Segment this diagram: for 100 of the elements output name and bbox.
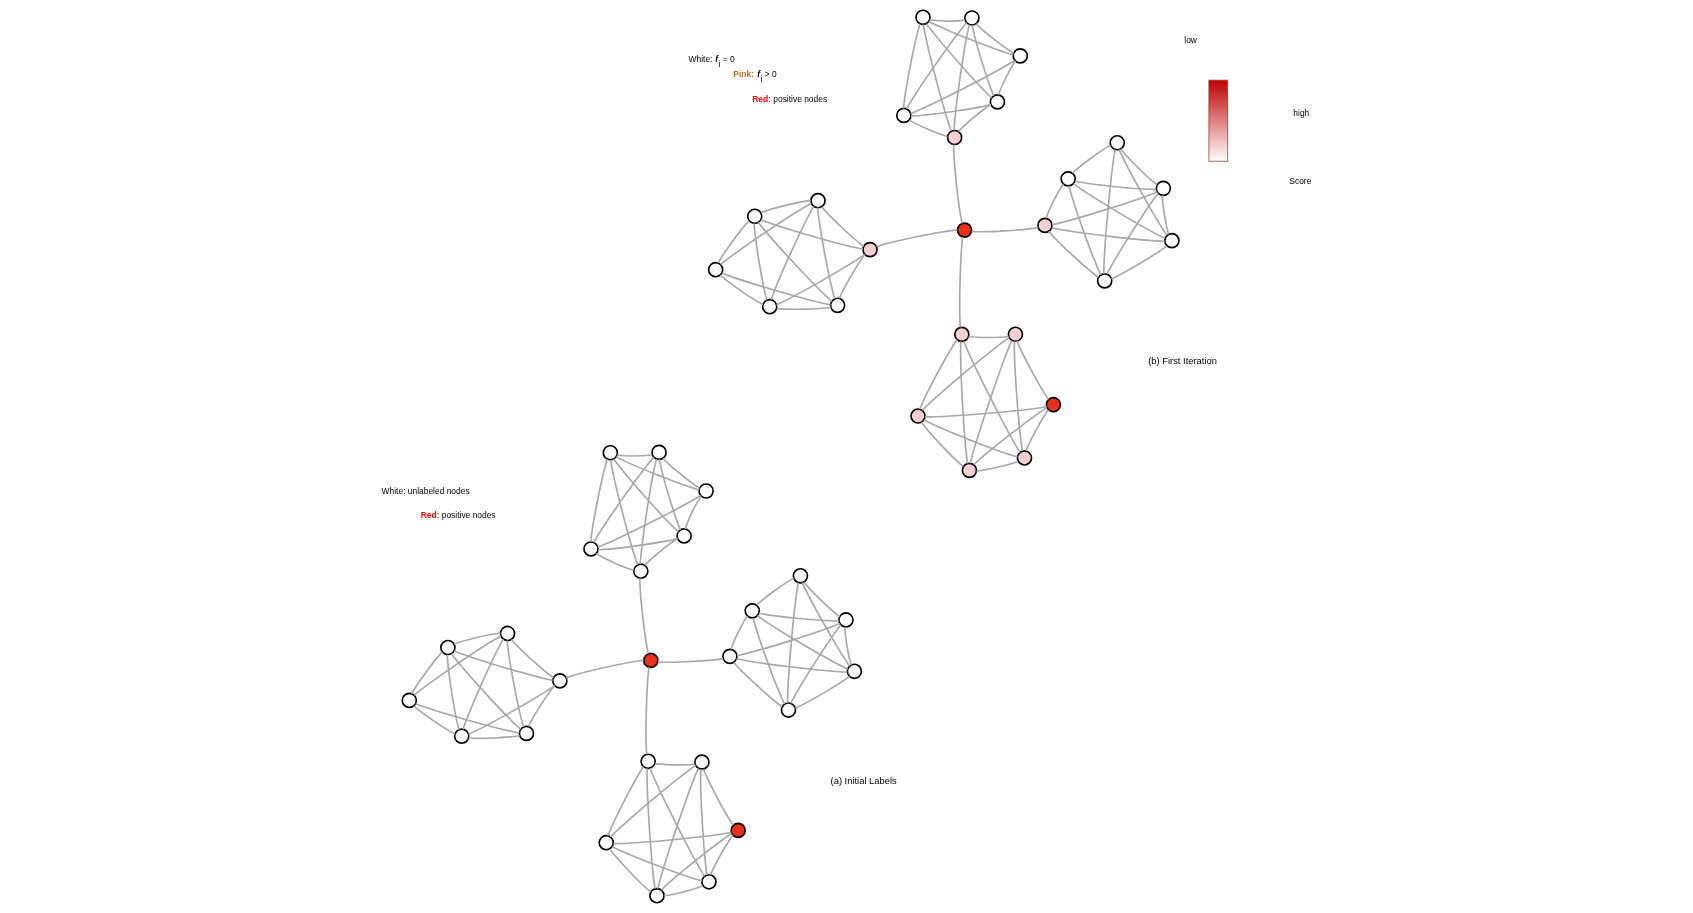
connector bbox=[755, 577, 795, 606]
node-bar bbox=[1208, 79, 1228, 162]
connector bbox=[615, 456, 700, 491]
node-circle bbox=[1096, 273, 1113, 289]
node-circle bbox=[602, 444, 619, 461]
node-circle bbox=[910, 408, 926, 424]
node-circle bbox=[698, 483, 714, 499]
connector bbox=[1045, 183, 1064, 220]
node-circle bbox=[1007, 326, 1024, 343]
label: high bbox=[1293, 108, 1310, 119]
connector bbox=[1025, 408, 1050, 452]
node-circle bbox=[694, 754, 710, 770]
connector bbox=[684, 495, 702, 530]
connector bbox=[597, 494, 702, 549]
connector bbox=[654, 762, 696, 766]
connector bbox=[450, 652, 522, 731]
connector bbox=[608, 848, 652, 893]
node-circle bbox=[701, 873, 717, 890]
connector bbox=[1110, 245, 1168, 280]
label: Red: positive nodes bbox=[420, 509, 496, 520]
connector bbox=[527, 684, 556, 728]
connector bbox=[592, 456, 655, 544]
connector bbox=[918, 338, 958, 410]
connector bbox=[709, 834, 734, 876]
connector bbox=[646, 767, 656, 890]
connector bbox=[639, 458, 658, 565]
connector bbox=[506, 639, 525, 728]
connector bbox=[905, 21, 968, 110]
node-circle bbox=[730, 822, 746, 839]
connector bbox=[816, 206, 836, 300]
label: White: unlabeled nodes bbox=[381, 486, 470, 497]
connector bbox=[719, 202, 813, 266]
connector bbox=[770, 205, 815, 301]
connector bbox=[838, 253, 866, 300]
node-circle bbox=[598, 834, 615, 851]
connector bbox=[467, 734, 521, 740]
connector bbox=[595, 552, 635, 572]
connector bbox=[1074, 180, 1158, 191]
connector bbox=[732, 661, 783, 708]
connector bbox=[758, 612, 840, 622]
connector bbox=[969, 339, 1013, 465]
connector bbox=[699, 768, 708, 876]
connector bbox=[920, 421, 965, 468]
connector bbox=[717, 219, 750, 264]
node-circle bbox=[1060, 171, 1077, 187]
node-circle bbox=[810, 192, 826, 209]
connector bbox=[609, 459, 639, 566]
node-circle bbox=[964, 10, 980, 26]
node-circle bbox=[792, 567, 809, 584]
connector bbox=[1068, 185, 1102, 276]
connector bbox=[775, 253, 866, 306]
connector bbox=[971, 24, 995, 97]
connector bbox=[962, 340, 1021, 454]
connector bbox=[462, 638, 505, 731]
connector bbox=[589, 458, 609, 543]
node-circle bbox=[453, 728, 470, 745]
connector bbox=[927, 20, 1015, 56]
connector bbox=[786, 581, 800, 704]
connector bbox=[1161, 194, 1170, 236]
connector bbox=[453, 632, 502, 645]
label: (b) First Iteration bbox=[1148, 356, 1217, 367]
connector bbox=[803, 581, 841, 618]
connector bbox=[921, 336, 1010, 412]
connector bbox=[597, 537, 679, 551]
node-circle bbox=[896, 107, 912, 124]
connector bbox=[925, 22, 993, 99]
label: (a) Initial Labels bbox=[830, 776, 897, 787]
node-circle bbox=[649, 887, 665, 904]
connector bbox=[975, 460, 1020, 472]
connector bbox=[639, 577, 650, 655]
connector bbox=[565, 659, 645, 679]
connector bbox=[775, 306, 832, 311]
node-circle bbox=[746, 208, 763, 225]
connector bbox=[1050, 226, 1166, 243]
node-circle bbox=[862, 241, 878, 258]
connector bbox=[928, 18, 966, 22]
node-circle bbox=[1016, 450, 1033, 466]
connector bbox=[1051, 191, 1158, 226]
node-circle bbox=[838, 612, 854, 628]
connector bbox=[973, 406, 1048, 466]
connector bbox=[612, 831, 733, 845]
connector bbox=[902, 23, 921, 110]
connector bbox=[760, 199, 812, 214]
node-circle bbox=[744, 603, 761, 619]
connector bbox=[997, 60, 1017, 96]
node-circle bbox=[915, 9, 931, 26]
connector bbox=[820, 206, 865, 248]
node-circle bbox=[583, 541, 599, 557]
connector bbox=[660, 832, 733, 891]
connector bbox=[413, 635, 502, 697]
node-circle bbox=[846, 663, 863, 680]
connector bbox=[1106, 192, 1160, 276]
connector bbox=[924, 405, 1048, 418]
connector bbox=[923, 419, 1019, 458]
connector bbox=[412, 705, 456, 735]
connector bbox=[658, 458, 682, 531]
connector bbox=[607, 765, 645, 837]
connector bbox=[970, 226, 1040, 233]
node-circle bbox=[640, 753, 656, 770]
node-circle bbox=[780, 702, 797, 718]
